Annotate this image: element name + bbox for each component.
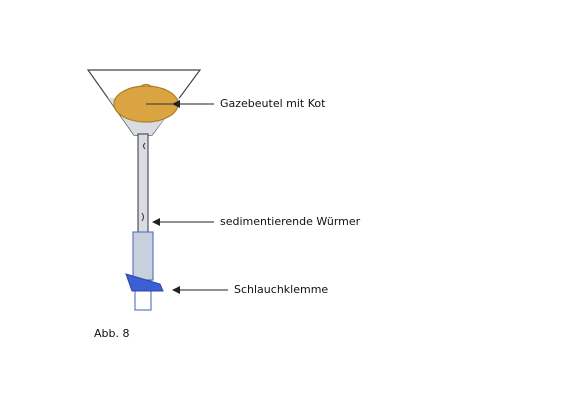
arrow-clamp-head: [172, 286, 180, 294]
hose-clamp: [125, 273, 164, 292]
worm-middle: [141, 212, 144, 222]
arrow-worms-head: [152, 218, 160, 226]
arrow-bag-head: [172, 100, 180, 108]
funnel-stem: [137, 133, 149, 247]
figure-caption: Abb. 8: [94, 327, 130, 340]
label-gauze-bag: Gazebeutel mit Kot: [220, 97, 326, 110]
worm-upper: [143, 142, 146, 150]
rubber-tube: [132, 231, 154, 281]
label-hose-clamp: Schlauchklemme: [234, 283, 329, 296]
gauze-bag-tie: [139, 83, 153, 88]
label-sedimenting-worms: sedimentierende Würmer: [220, 215, 361, 228]
